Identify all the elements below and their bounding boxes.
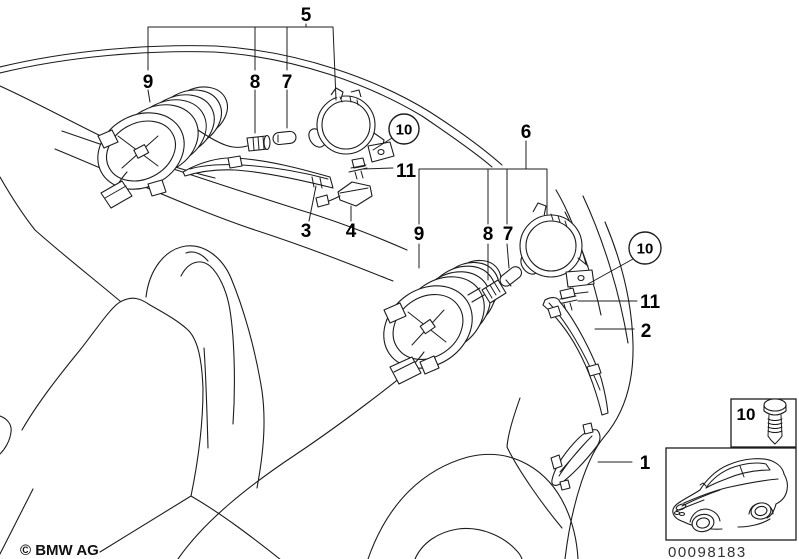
vehicle-thumbnail bbox=[665, 447, 797, 541]
callout-8-right[interactable]: 8 bbox=[483, 224, 494, 245]
callout-6[interactable]: 6 bbox=[521, 122, 532, 143]
vehicle-thumbnail-drawing bbox=[672, 458, 788, 533]
callout-10-right[interactable]: 10 bbox=[637, 241, 654, 258]
bulb-left-drawing bbox=[272, 130, 297, 146]
image-number: 00098183 bbox=[668, 544, 747, 559]
callout-7-left[interactable]: 7 bbox=[282, 72, 293, 93]
callout-2[interactable]: 2 bbox=[641, 321, 652, 342]
turn-signal-lamp-left-drawing bbox=[308, 87, 395, 163]
screw-icon bbox=[763, 398, 787, 445]
leader-line-11-left bbox=[362, 167, 394, 170]
callout-9-left[interactable]: 9 bbox=[143, 72, 154, 93]
callout-1[interactable]: 1 bbox=[640, 453, 651, 474]
clip-right-drawing bbox=[557, 287, 578, 312]
callout-bracket-left bbox=[147, 23, 337, 134]
car-body-outline bbox=[0, 45, 634, 559]
callout-11-right[interactable]: 11 bbox=[640, 292, 661, 313]
callout-bracket-right bbox=[418, 140, 548, 281]
callout-8-left[interactable]: 8 bbox=[250, 72, 261, 93]
seal-strip-right-drawing bbox=[542, 297, 609, 416]
turn-signal-lamp-right-drawing bbox=[519, 202, 595, 295]
legend-callout-10[interactable]: 10 bbox=[737, 405, 756, 424]
lamp-housing-left-drawing bbox=[97, 86, 248, 209]
leader-line-3 bbox=[308, 185, 317, 222]
callout-3[interactable]: 3 bbox=[301, 221, 312, 242]
callout-5[interactable]: 5 bbox=[301, 5, 312, 26]
callout-11-left[interactable]: 11 bbox=[396, 161, 417, 182]
callout-10-left[interactable]: 10 bbox=[396, 122, 413, 139]
bulb-socket-right-drawing bbox=[481, 279, 507, 304]
callout-9-right[interactable]: 9 bbox=[414, 224, 425, 245]
lamp-housing-right-drawing bbox=[383, 259, 502, 385]
callout-10-right-circled[interactable]: 10 bbox=[628, 231, 662, 265]
callout-4[interactable]: 4 bbox=[346, 221, 357, 242]
seal-strip-left-drawing bbox=[182, 155, 334, 189]
bulb-socket-left-drawing bbox=[246, 134, 271, 152]
side-lamp-left-drawing bbox=[315, 181, 373, 208]
side-lamp-right-drawing bbox=[550, 422, 601, 491]
leader-line-10-left bbox=[372, 137, 393, 151]
clip-left-drawing bbox=[348, 157, 368, 180]
bulb-right-drawing bbox=[499, 266, 523, 287]
callout-10-left-circled[interactable]: 10 bbox=[388, 113, 420, 145]
callout-7-right[interactable]: 7 bbox=[503, 224, 514, 245]
screw-legend-box: 10 bbox=[730, 398, 797, 448]
leader-line-10-right bbox=[587, 258, 634, 285]
copyright-notice: © BMW AG bbox=[20, 542, 99, 559]
